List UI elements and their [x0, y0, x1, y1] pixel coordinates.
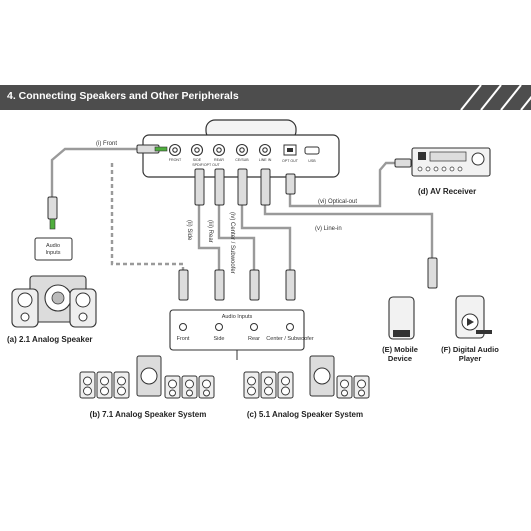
port-label-usb: USB: [308, 159, 316, 163]
rear-cable: [217, 205, 256, 276]
center-sub-cable: [240, 205, 292, 276]
caption-mobile-line1: (E) Mobile: [382, 345, 418, 354]
plugs: [47, 144, 438, 301]
speaker-21-system: Audio Inputs (a) 2.1 Analog Speaker: [7, 237, 97, 344]
cables: [50, 147, 434, 279]
cable-label-line-in: (v) Line-in: [315, 226, 342, 232]
caption-21: (a) 2.1 Analog Speaker: [7, 335, 93, 344]
speaker-21-inputs-line2: Inputs: [46, 250, 61, 256]
front-cable-dashed: [110, 163, 185, 279]
caption-player-line1: (F) Digital Audio: [441, 345, 499, 354]
port-label-opt-out: OPT OUT: [282, 159, 299, 163]
caption-71: (b) 7.1 Analog Speaker System: [90, 410, 207, 419]
side-cable: [197, 205, 221, 276]
panel-label-side: Side: [213, 336, 224, 342]
cable-label-front: (i) Front: [96, 141, 117, 147]
sound-card-device: FRONT SIDE REAR CE/SUB LINE IN OPT OUT S…: [142, 119, 340, 178]
audio-inputs-panel: Audio Inputs Front Side Rear Center / Su…: [169, 309, 314, 360]
panel-label-front: Front: [177, 336, 190, 342]
caption-av-receiver: (d) AV Receiver: [418, 187, 476, 196]
port-label-front: FRONT: [169, 158, 182, 162]
panel-label-center-sub: Center / Subwoofer: [266, 336, 314, 342]
av-receiver: (d) AV Receiver: [411, 147, 491, 196]
digital-audio-player: (F) Digital Audio Player: [441, 295, 499, 363]
speaker-71-system: (b) 7.1 Analog Speaker System: [79, 355, 215, 419]
optical-cable: [288, 161, 398, 208]
port-label-rear: REAR: [214, 158, 224, 162]
port-label-line-in: LINE IN: [259, 158, 272, 162]
cable-label-rear: (iii) Rear: [207, 220, 213, 243]
section-title: 4. Connecting Speakers and Other Periphe…: [7, 90, 239, 102]
section-banner: 4. Connecting Speakers and Other Periphe…: [0, 85, 531, 110]
cable-label-optical-out: (vi) Optical-out: [318, 199, 357, 205]
port-label-side: SIDE: [193, 158, 202, 162]
port-label-center-sub: CE/SUB: [235, 158, 249, 162]
panel-title: Audio Inputs: [222, 314, 253, 320]
mobile-device: (E) Mobile Device: [382, 296, 418, 363]
speaker-51-system: (c) 5.1 Analog Speaker System: [243, 355, 370, 419]
cable-label-center-sub: (iv) Center / Subwoofer: [229, 212, 235, 274]
front-cable-21: [50, 147, 155, 197]
speaker-21-inputs-line1: Audio: [46, 243, 60, 249]
cable-label-side: (ii) Side: [186, 220, 192, 241]
line-in-cable: [263, 205, 434, 260]
caption-player-line2: Player: [459, 354, 482, 363]
banner-stripes: [460, 85, 531, 110]
caption-51: (c) 5.1 Analog Speaker System: [247, 410, 363, 419]
port-label-spdif: SPDIF/OPT OUT: [192, 163, 220, 167]
caption-mobile-line2: Device: [388, 354, 412, 363]
panel-label-rear: Rear: [248, 336, 260, 342]
